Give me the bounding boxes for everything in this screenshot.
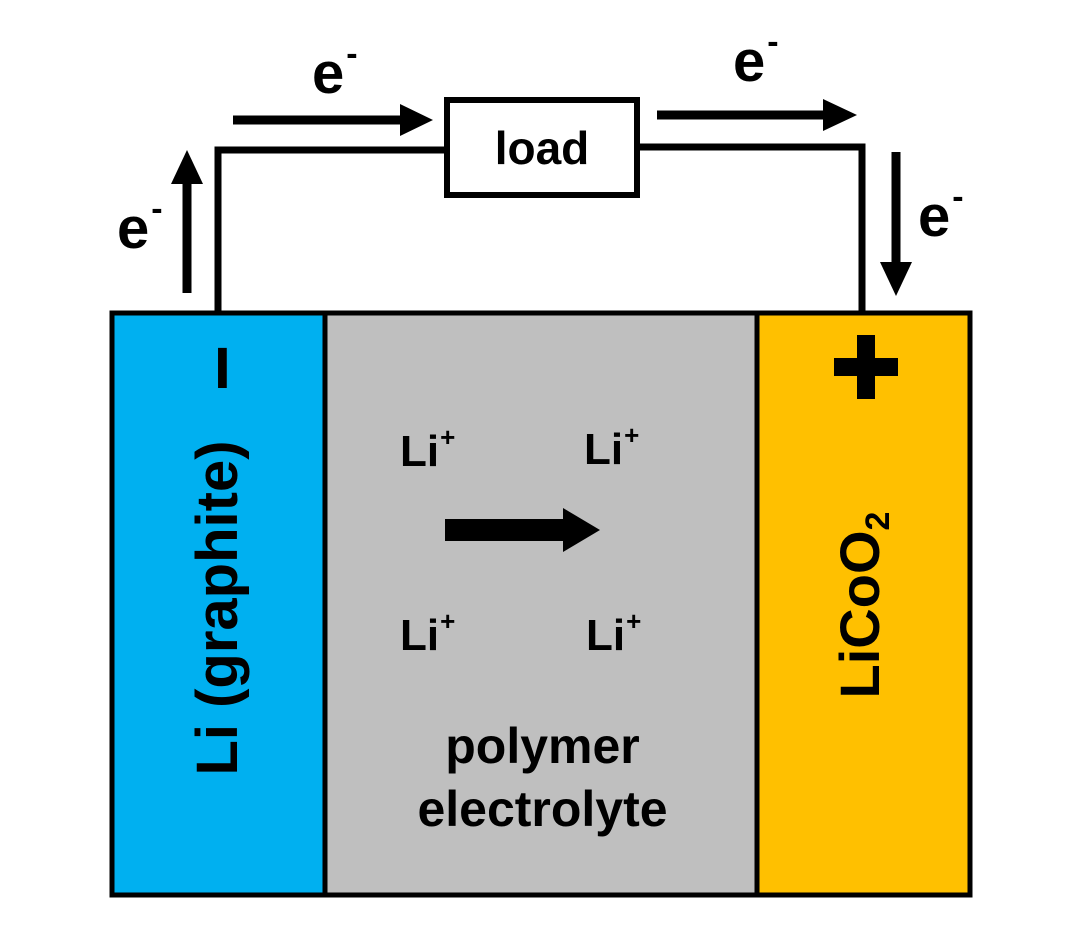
ion-symbol: Li — [586, 611, 626, 660]
ion-label-top-right: Li+ — [584, 422, 639, 474]
ion-flow-arrow — [445, 508, 600, 552]
negative-terminal-sign: − — [177, 344, 266, 392]
circuit-wire-left — [214, 146, 447, 313]
positive-terminal-sign — [834, 335, 898, 399]
electron-label-top-right: e- — [733, 25, 779, 91]
electron-arrow-down — [880, 152, 912, 296]
ion-charge: + — [624, 420, 640, 450]
electrolyte-label-line1: polymer — [445, 718, 640, 774]
circuit-wire-right — [637, 143, 866, 313]
electrolyte-label-line2: electrolyte — [417, 780, 668, 837]
electron-symbol: e — [918, 184, 951, 249]
cathode-compartment — [757, 313, 970, 895]
electron-charge: - — [952, 178, 964, 216]
electron-label-left: e- — [117, 192, 163, 258]
electron-arrow-up — [171, 150, 203, 293]
electron-charge: - — [346, 35, 358, 73]
ion-charge: + — [440, 606, 456, 636]
ion-label-bottom-right: Li+ — [586, 608, 641, 660]
ion-charge: + — [440, 422, 456, 452]
ion-label-top-left: Li+ — [400, 424, 455, 476]
electron-label-top-left: e- — [312, 37, 358, 103]
ion-label-bottom-left: Li+ — [400, 608, 455, 660]
anode-label: Li (graphite) — [185, 440, 250, 776]
ion-charge: + — [626, 606, 642, 636]
anode-compartment — [112, 313, 325, 895]
electron-arrow-top-left — [233, 104, 433, 136]
electron-symbol: e — [733, 29, 766, 94]
cathode-formula-subscript: 2 — [859, 511, 897, 531]
electron-label-right: e- — [918, 180, 964, 246]
electron-symbol: e — [312, 41, 345, 106]
ion-symbol: Li — [400, 427, 440, 476]
load-label: load — [494, 121, 590, 174]
load-box — [444, 97, 640, 198]
cathode-formula: LiCoO — [828, 530, 891, 699]
electron-charge: - — [767, 23, 779, 61]
ion-symbol: Li — [584, 425, 624, 474]
electrolyte-label: polymer electrolyte — [330, 715, 755, 840]
electron-symbol: e — [117, 196, 150, 261]
cell-outline — [109, 310, 973, 898]
electrolyte-compartment — [325, 313, 757, 895]
electron-charge: - — [151, 190, 163, 228]
ion-symbol: Li — [400, 611, 440, 660]
electron-arrow-top-right — [657, 99, 857, 131]
cathode-label: LiCoO2 — [828, 512, 897, 699]
